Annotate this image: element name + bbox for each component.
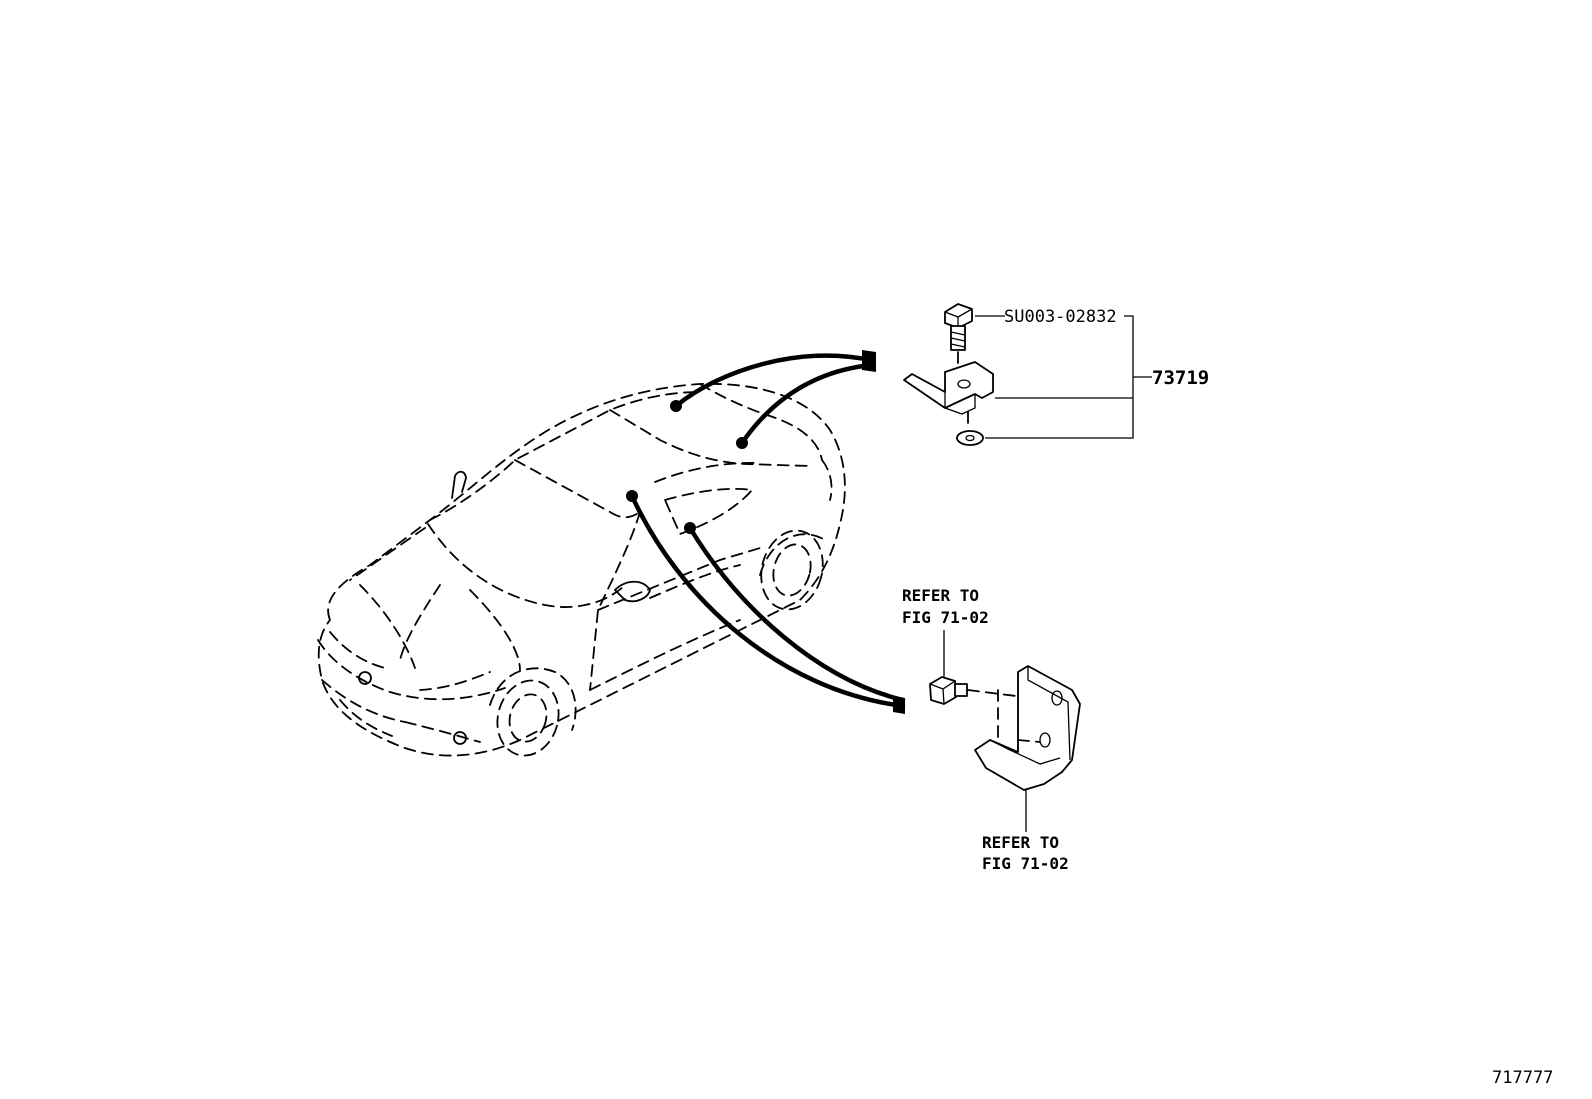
bolt-part-number-label: SU003-02832	[1004, 307, 1117, 327]
bracket-assembly-top: SU003-02832 73719	[903, 303, 1209, 446]
assembly-part-number-label: 73719	[1152, 367, 1209, 389]
leader-lines	[629, 350, 906, 714]
refer-bottom-line2: FIG 71-02	[982, 854, 1069, 873]
illustration-id-label: 717777	[1492, 1068, 1553, 1088]
refer-top-line2: FIG 71-02	[902, 608, 989, 627]
hook-assembly-bottom: REFER TO FIG 71-02 REFER TO FIG 71-02	[902, 586, 1081, 873]
refer-bottom-line1: REFER TO	[982, 833, 1059, 852]
refer-top-line1: REFER TO	[902, 586, 979, 605]
car-illustration	[317, 382, 846, 757]
